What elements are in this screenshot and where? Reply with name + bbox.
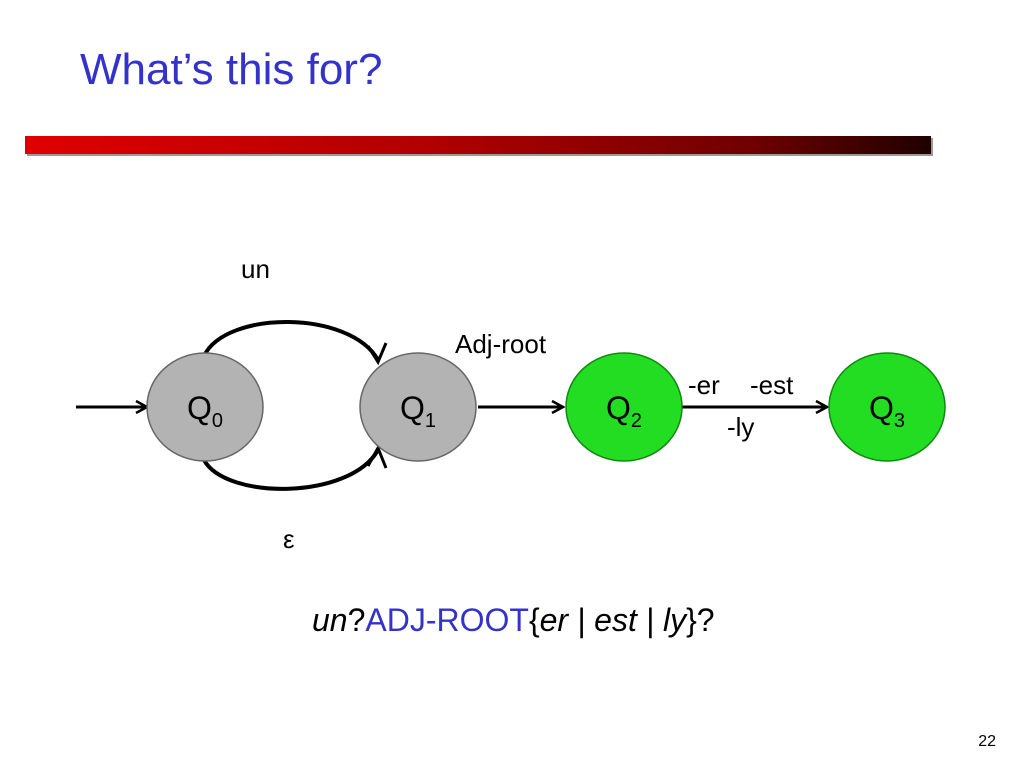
state-q2: Q2	[565, 352, 683, 462]
regex-er: er	[539, 602, 569, 638]
title-underline-bar	[25, 136, 931, 154]
state-q1-circle	[359, 352, 477, 462]
edge-un-arrowhead	[366, 342, 388, 366]
state-q2-label: Q2	[606, 390, 642, 432]
edge-label-un: un	[241, 254, 270, 284]
edge-epsilon	[202, 448, 380, 491]
state-q1: Q1	[359, 352, 477, 462]
regex-sep-1: |	[568, 602, 595, 638]
regex-open-brace: {	[528, 602, 540, 638]
regex-close-brace: }	[686, 602, 697, 638]
state-q3: Q3	[828, 352, 946, 462]
regex-ly: ly	[662, 602, 687, 638]
state-q3-label: Q3	[869, 390, 905, 432]
page-number: 22	[978, 733, 996, 750]
state-q2-circle	[565, 352, 683, 462]
regex-optional-2: ?	[696, 602, 715, 638]
regex-un: un	[312, 602, 348, 638]
regex-expression: un?ADJ-ROOT{er | est | ly}?	[312, 602, 715, 639]
edge-label-adj-root: Adj-root	[455, 329, 547, 359]
regex-optional-1: ?	[347, 602, 366, 638]
edge-label-ly: -ly	[727, 412, 754, 442]
regex-est: est	[594, 602, 637, 638]
slide-title: What’s this for?	[80, 45, 383, 94]
edge-epsilon-arrowhead	[366, 444, 388, 469]
state-q0: Q0	[146, 352, 264, 462]
edge-un	[202, 320, 380, 362]
state-q3-circle	[828, 352, 946, 462]
regex-adj-root: ADJ-ROOT	[365, 602, 529, 638]
state-q1-label: Q1	[400, 390, 436, 432]
state-q0-label: Q0	[187, 390, 223, 432]
regex-sep-2: |	[636, 602, 663, 638]
edge-label-est: -est	[750, 370, 794, 400]
edge-label-er: -er	[688, 370, 720, 400]
edge-label-epsilon: ε	[283, 524, 295, 554]
state-q0-circle	[146, 352, 264, 462]
